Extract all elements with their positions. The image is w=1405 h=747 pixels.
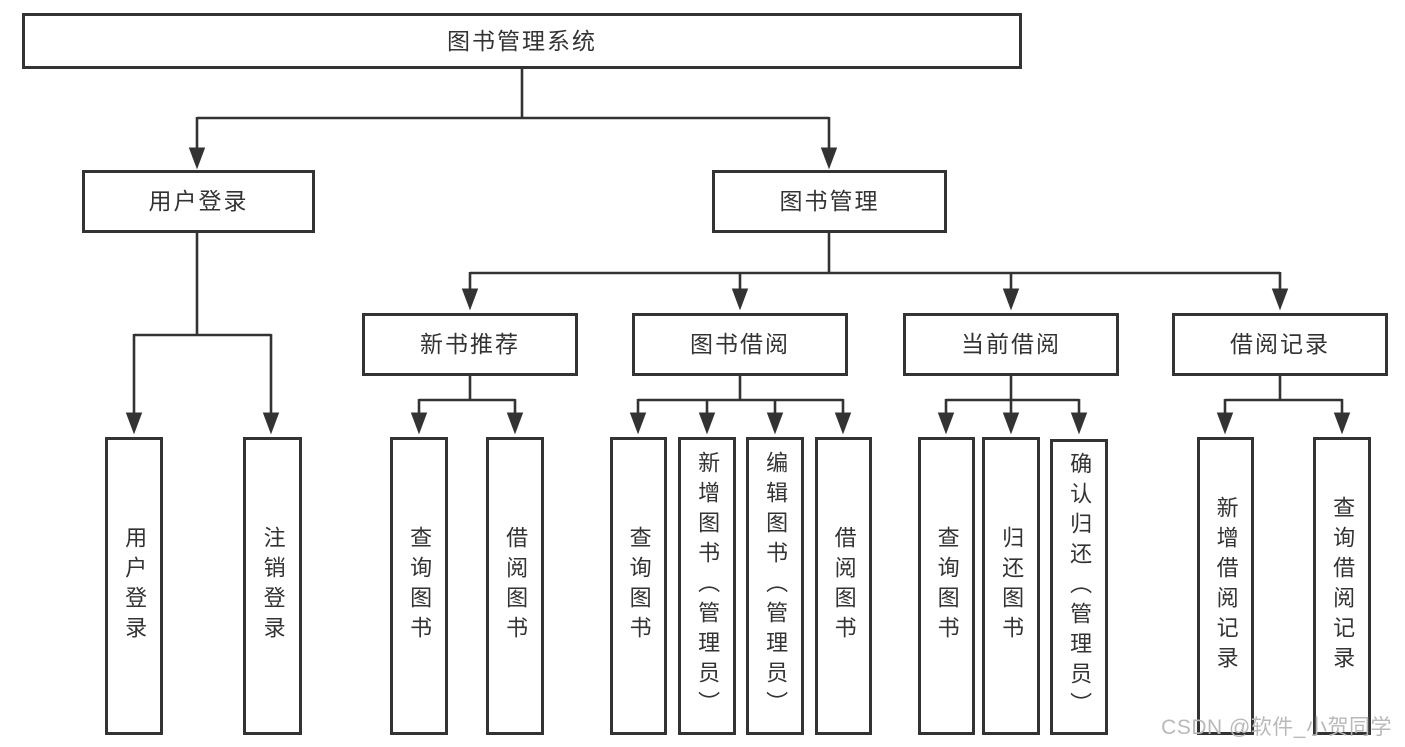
- node-br-add-record: 新增借阅记录: [1197, 437, 1254, 735]
- edges-borrowing-records: [1216, 376, 1351, 435]
- edges-root: [188, 68, 838, 170]
- node-nbr-query-book: 查询图书: [390, 437, 448, 735]
- edges-user-login: [125, 233, 280, 435]
- edges-book-management: [461, 233, 1289, 311]
- node-cb-confirm-return-admin: 确认归还（管理员）: [1050, 439, 1108, 735]
- node-bb-query-book: 查询图书: [610, 437, 667, 735]
- node-cb-query-book: 查询图书: [918, 437, 975, 735]
- node-logout: 注销登录: [243, 437, 302, 735]
- edges-book-borrowing: [629, 376, 852, 435]
- node-nbr-borrow-book: 借阅图书: [486, 437, 544, 735]
- node-new-book-recommend: 新书推荐: [362, 313, 578, 376]
- node-book-borrowing: 图书借阅: [632, 313, 848, 376]
- node-bb-add-book-admin: 新增图书（管理员）: [678, 437, 736, 735]
- edges-new-book-recommend: [410, 376, 524, 435]
- csdn-watermark: CSDN @软件_小贺同学: [1161, 716, 1392, 739]
- node-user-login-action: 用户登录: [105, 437, 163, 735]
- node-root: 图书管理系统: [22, 13, 1022, 69]
- node-bb-edit-book-admin: 编辑图书（管理员）: [746, 437, 804, 735]
- node-current-borrowing: 当前借阅: [903, 313, 1119, 376]
- node-book-management: 图书管理: [712, 170, 947, 233]
- edges-current-borrowing: [937, 376, 1088, 435]
- node-bb-borrow-book: 借阅图书: [815, 437, 872, 735]
- node-cb-return-book: 归还图书: [982, 437, 1040, 735]
- node-user-login: 用户登录: [82, 170, 315, 233]
- node-borrowing-records: 借阅记录: [1172, 313, 1388, 376]
- node-br-query-record: 查询借阅记录: [1313, 437, 1371, 735]
